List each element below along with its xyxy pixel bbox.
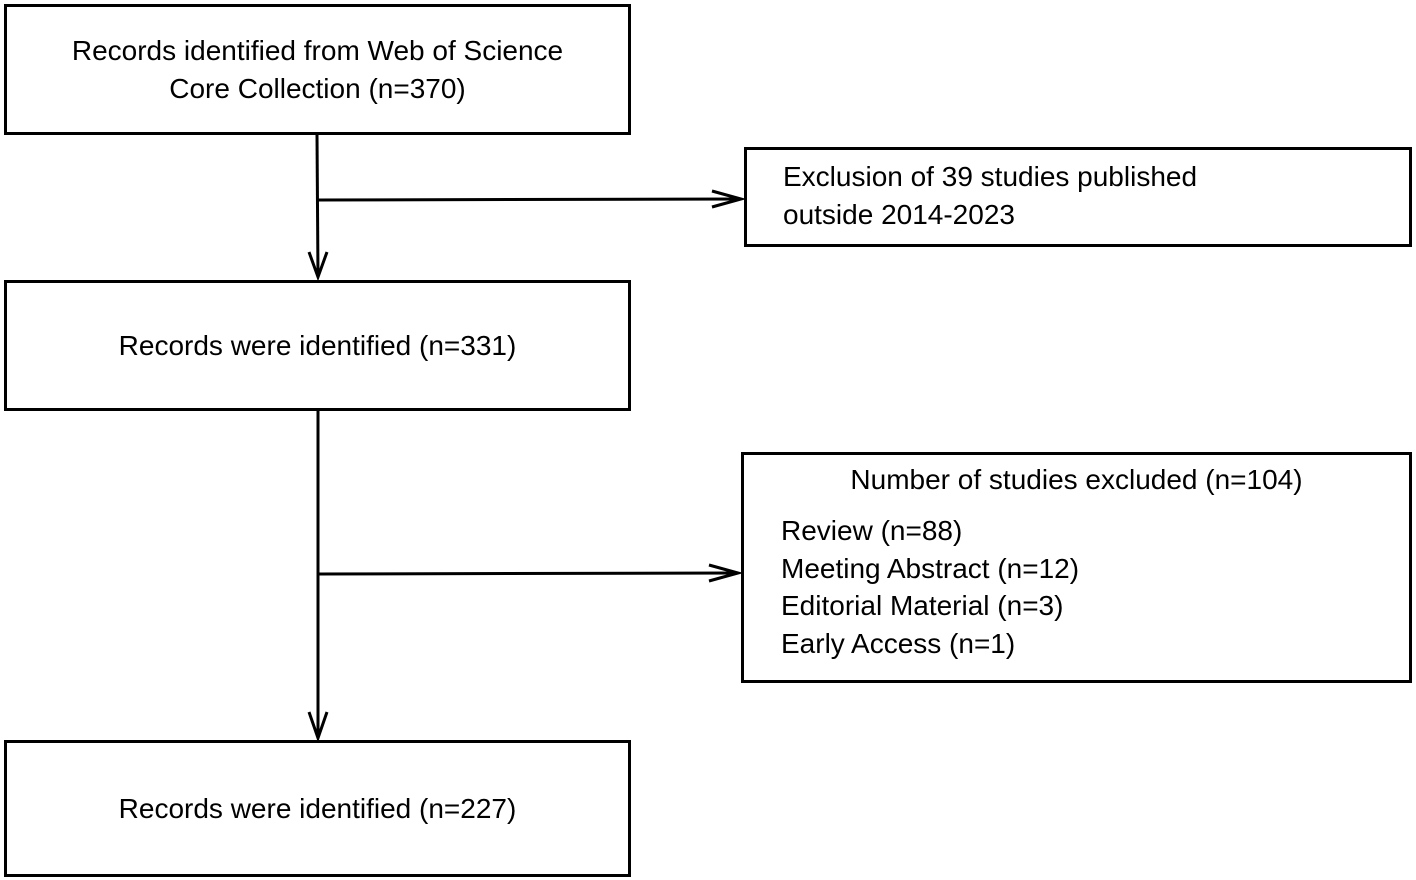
date-exclusion-line-1: Exclusion of 39 studies published [783,161,1198,192]
type-exclusion-heading: Number of studies excluded (n=104) [850,464,1303,495]
arrow-370-to-331-head [307,251,329,282]
exclusion-item-early-access: Early Access (n=1) [781,627,1016,659]
records-initial-line-1: Records identified from Web of Science [71,34,564,66]
type-exclusion-list: Review (n=88) Meeting Abstract (n=12) Ed… [781,512,1079,662]
arrow-to-type-exclusion-line [317,571,739,576]
arrow-to-date-exclusion-line [316,197,742,202]
records-final-box: Records were identified (n=227) [4,740,631,877]
records-final-text: Records were identified (n=227) [118,792,517,824]
exclusion-item-meeting-abstract: Meeting Abstract (n=12) [781,552,1080,584]
date-exclusion-box: Exclusion of 39 studies published outsid… [744,147,1412,247]
arrow-to-date-exclusion-head [711,189,747,209]
exclusion-item-editorial-material: Editorial Material (n=3) [781,590,1064,621]
records-initial-box: Records identified from Web of Science C… [4,4,631,135]
arrow-370-to-331-line [315,134,320,278]
arrow-331-to-227-head [307,711,329,743]
records-initial-line-2: Core Collection (n=370) [169,72,466,104]
exclusion-item-review: Review (n=88) [781,515,963,546]
date-exclusion-line-2: outside 2014-2023 [783,199,1015,230]
arrow-to-type-exclusion-head [708,563,744,583]
records-after-dates-box: Records were identified (n=331) [4,280,631,411]
records-after-dates-text: Records were identified (n=331) [118,329,517,361]
type-exclusion-box: Number of studies excluded (n=104) Revie… [741,452,1412,683]
